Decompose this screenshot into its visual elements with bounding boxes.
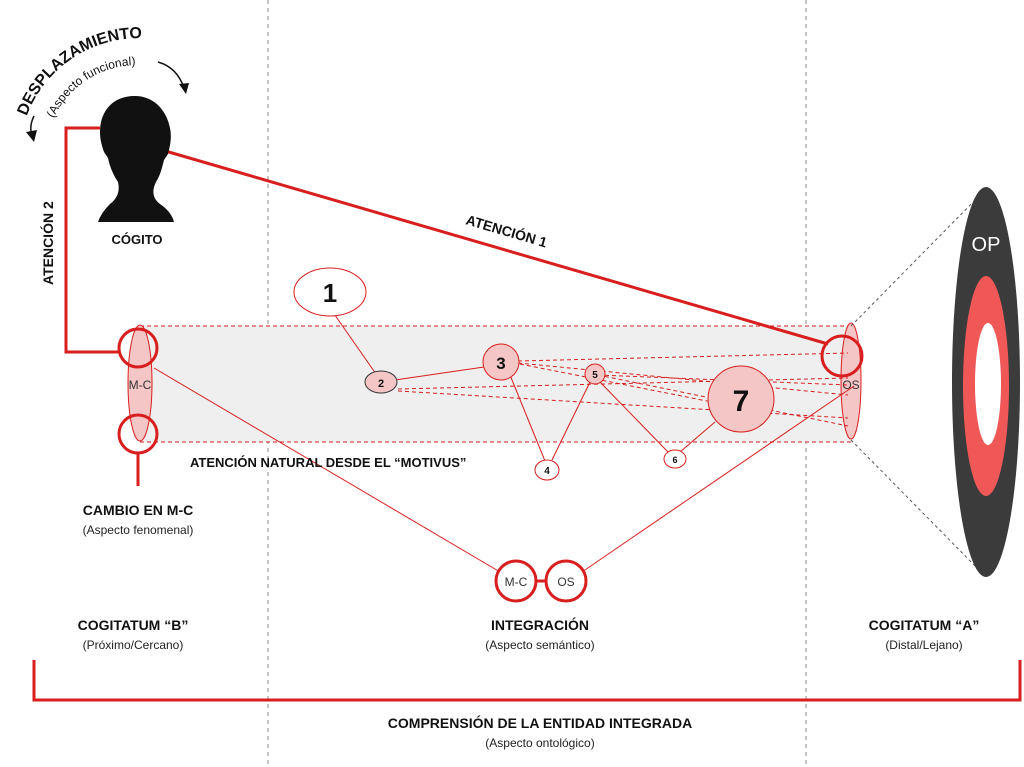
atencion-1-label: ATENCIÓN 1 [464, 211, 549, 251]
cogitatum-a-title: COGITATUM “A” [869, 617, 980, 633]
node-7-label: 7 [733, 385, 750, 418]
node-5 [584, 363, 606, 385]
atencion-2-line [64, 126, 120, 354]
atencion-1-line [154, 146, 829, 346]
cogitatum-b-title: COGITATUM “B” [78, 617, 189, 633]
desplazamiento-arrow-left-icon [26, 130, 37, 142]
mc-ellipse-label: M-C [129, 378, 152, 392]
comprension-subtitle: (Aspecto ontológico) [485, 736, 594, 750]
os-highlight [820, 334, 864, 378]
op-label: OP [972, 234, 1001, 256]
integration-mc-label: M-C [505, 575, 528, 589]
node-3 [482, 343, 520, 381]
atencion-natural-label: ATENCIÓN NATURAL DESDE EL “MOTIVUS” [190, 455, 466, 470]
atencion-2-label: ATENCIÓN 2 [39, 201, 56, 285]
mc-ellipse [127, 324, 153, 442]
op-center [975, 323, 1001, 445]
cambio-subtitle: (Aspecto fenomenal) [83, 523, 194, 537]
integracion-title: INTEGRACIÓN [491, 616, 589, 633]
node-6-label: 6 [672, 455, 677, 465]
node-2 [364, 370, 398, 394]
node-6 [663, 449, 687, 469]
mc-top-highlight [117, 327, 159, 369]
comprension-title: COMPRENSIÓN DE LA ENTIDAD INTEGRADA [388, 714, 692, 731]
node-connectors [153, 307, 855, 573]
node-7 [707, 365, 775, 433]
node-4-label: 4 [544, 466, 550, 477]
cogito-label: CÓGITO [111, 232, 162, 247]
node-1 [293, 267, 367, 317]
node-1-label: 1 [323, 278, 337, 308]
head-silhouette-icon [98, 96, 174, 222]
node-5-label: 5 [592, 370, 598, 381]
integration-os-label: OS [557, 575, 574, 589]
cambio-title: CAMBIO EN M-C [83, 502, 193, 518]
comprension-bracket [32, 660, 1022, 702]
os-ellipse-label: OS [842, 378, 859, 392]
node-2-label: 2 [378, 378, 384, 390]
integration-os-node [544, 559, 588, 603]
node-3-label: 3 [496, 354, 505, 373]
perspective-top [850, 191, 984, 327]
cogitatum-b-subtitle: (Próximo/Cercano) [83, 638, 184, 652]
integracion-subtitle: (Aspecto semántico) [485, 638, 594, 652]
os-ellipse [840, 322, 862, 440]
perspective-bottom [850, 439, 984, 575]
desplazamiento-arrow-right-icon [179, 83, 189, 94]
cogitatum-a-subtitle: (Distal/Lejano) [885, 638, 962, 652]
node-4 [534, 459, 560, 481]
